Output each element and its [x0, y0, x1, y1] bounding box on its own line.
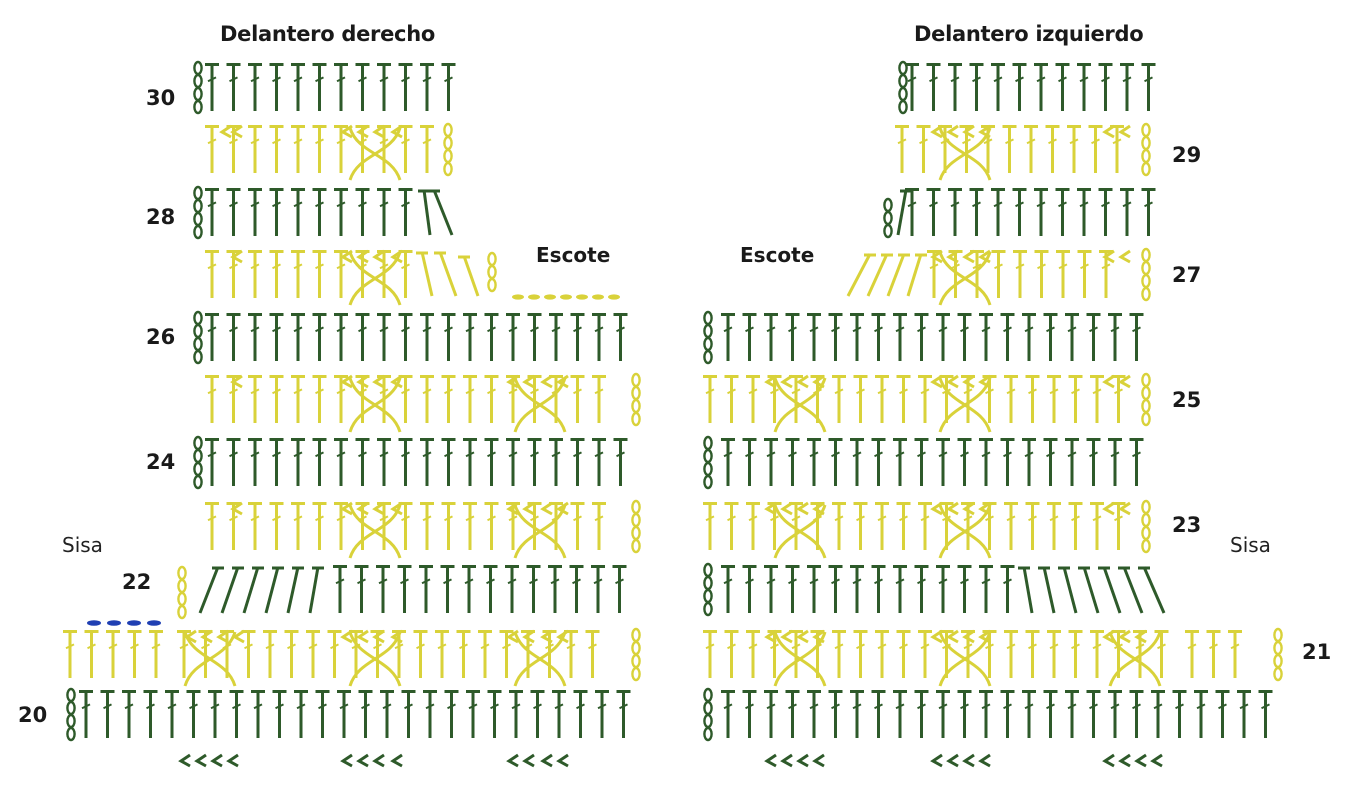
- lf-row-26: [703, 310, 1144, 365]
- row-number-22: 22: [122, 570, 152, 594]
- rf-row-22: [333, 565, 627, 613]
- lf-row-27: [927, 247, 1151, 302]
- row-number-20: 20: [18, 703, 48, 727]
- rf-bottom-hooks: [178, 753, 569, 768]
- rf-neck-shaping-28: [418, 189, 454, 236]
- lf-cable-21a: [773, 631, 827, 687]
- rf-cable-21b: [348, 631, 402, 687]
- rf-row-29: [205, 122, 453, 177]
- rf-cable-29: [348, 127, 402, 181]
- rf-neck-shaping-27: [416, 251, 497, 297]
- row-number-27: 27: [1172, 263, 1202, 287]
- lf-row-28: [905, 188, 1156, 236]
- rf-armhole-chain-dots: [87, 620, 161, 626]
- rf-row-20: [66, 687, 631, 742]
- row-number-29: 29: [1172, 143, 1202, 167]
- lf-row-29: [895, 122, 1151, 177]
- lf-cable-25a: [773, 377, 827, 433]
- row-number-28: 28: [146, 205, 176, 229]
- row-number-26: 26: [146, 325, 176, 349]
- lf-cable-27: [938, 251, 992, 306]
- rf-cable-25b: [513, 377, 567, 433]
- rf-row-28: [193, 185, 413, 240]
- lf-cable-21b: [938, 631, 992, 687]
- rf-cable-25a: [348, 377, 402, 433]
- lf-cable-29: [938, 127, 992, 181]
- title-left-front: Delantero izquierdo: [914, 22, 1144, 46]
- rf-row-21: [63, 630, 163, 678]
- rf-row-25: [205, 372, 641, 427]
- rf-row-21b: [177, 627, 641, 682]
- lf-cable-25b: [938, 377, 992, 433]
- rf-row-26: [193, 310, 628, 365]
- lf-bottom-hooks: [764, 753, 1163, 768]
- lf-row-30: [898, 60, 1156, 115]
- rf-row-30: [193, 60, 456, 115]
- lf-row-24: [703, 435, 1144, 490]
- rf-armhole-shaping-22: [177, 565, 324, 620]
- rf-neck-chain-dots: [512, 294, 620, 300]
- row-number-23: 23: [1172, 513, 1202, 537]
- lf-armhole-shaping-22: [1018, 566, 1166, 614]
- lf-neck-shaping-28: [883, 189, 912, 239]
- lf-row-21: [703, 629, 1169, 678]
- rf-cable-23a: [348, 504, 402, 559]
- rf-row-23: [205, 499, 641, 554]
- row-number-21: 21: [1302, 640, 1332, 664]
- label-neckline-right-front: Escote: [536, 243, 611, 267]
- row-number-24: 24: [146, 450, 176, 474]
- lf-row-23: [703, 499, 1151, 554]
- rf-cable-23b: [513, 504, 567, 559]
- label-armhole-right-front: Sisa: [62, 533, 103, 557]
- rf-cable-21a: [183, 631, 237, 687]
- label-armhole-left-front: Sisa: [1230, 533, 1271, 557]
- title-right-front: Delantero derecho: [220, 22, 435, 46]
- rf-row-27: [205, 249, 413, 298]
- lf-row-20: [703, 687, 1273, 742]
- rf-cable-27: [348, 251, 402, 306]
- rf-row-24: [193, 435, 628, 490]
- lf-neck-shaping-27: [846, 253, 927, 297]
- row-number-25: 25: [1172, 388, 1202, 412]
- lf-row-22: [703, 562, 1015, 617]
- lf-cable-23a: [773, 504, 827, 559]
- row-number-30: 30: [146, 86, 176, 110]
- label-neckline-left-front: Escote: [740, 243, 815, 267]
- lf-cable-23b: [938, 504, 992, 559]
- lf-row-25: [703, 372, 1151, 427]
- lf-cable-21c: [1108, 631, 1162, 687]
- lf-row-21b: [1185, 627, 1283, 682]
- rf-cable-21c: [513, 631, 567, 687]
